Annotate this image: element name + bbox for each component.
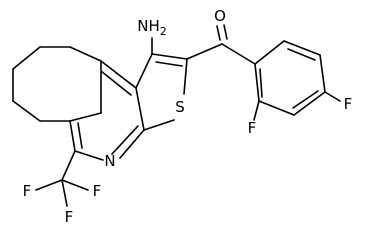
thiophene-sulfur-label: S <box>175 98 185 116</box>
thiophene-ring <box>135 53 188 131</box>
trifluoromethyl-group <box>35 150 89 207</box>
fluorine-ortho-label: F <box>248 119 257 137</box>
structure-canvas: NH2 O S N F F F F F <box>12 7 353 226</box>
amino-label: NH2 <box>137 17 167 38</box>
fluorine-para-label: F <box>344 95 353 113</box>
cyclohexane-ring <box>12 46 102 122</box>
pyridine-ring <box>69 60 145 161</box>
cf3-fluorine-right-label: F <box>93 182 102 200</box>
ketone-oxygen-label: O <box>214 7 226 25</box>
difluorophenyl-ring <box>253 40 341 121</box>
cf3-fluorine-left-label: F <box>23 182 32 200</box>
chemical-structure-diagram: NH2 O S N F F F F F <box>12 7 353 226</box>
pyridine-nitrogen-label: N <box>104 152 115 170</box>
carbonyl-group <box>186 24 256 65</box>
cf3-fluorine-bottom-label: F <box>65 208 74 226</box>
